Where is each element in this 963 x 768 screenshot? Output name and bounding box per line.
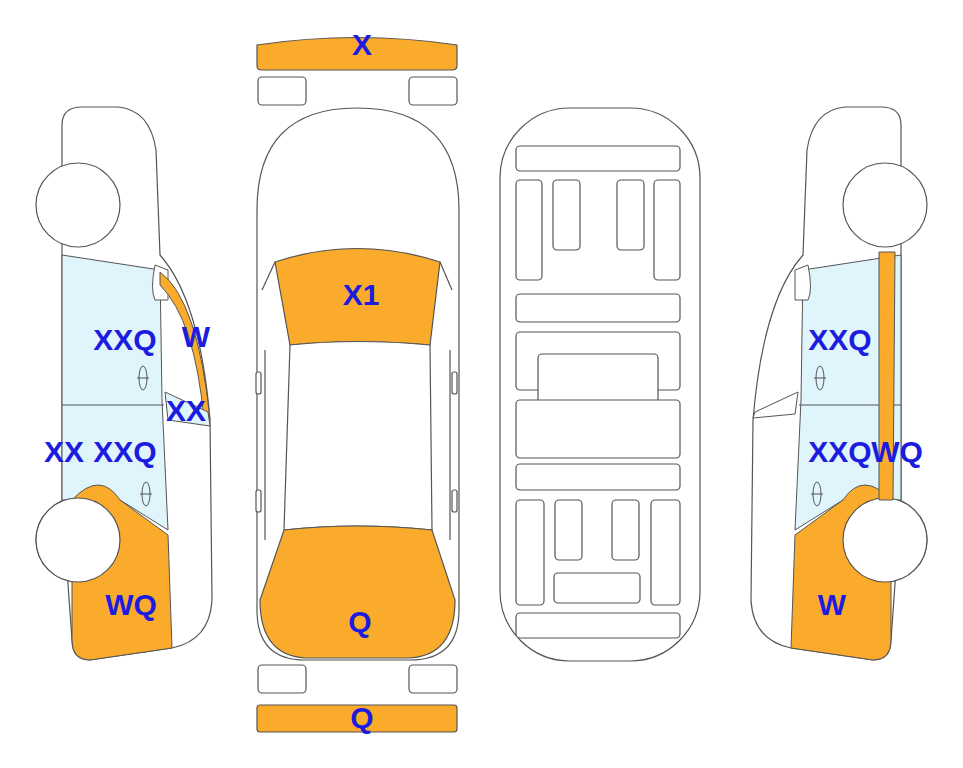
damage-code: W: [182, 322, 210, 352]
damage-code: WQ: [871, 437, 923, 467]
damage-code: X: [352, 30, 372, 60]
damage-code: XX: [44, 437, 84, 467]
damage-code: XXQ: [93, 437, 156, 467]
top-view: [256, 38, 459, 733]
damage-code: Q: [350, 703, 373, 733]
underside-view: [500, 108, 700, 661]
damage-code: XXQ: [93, 325, 156, 355]
damage-code: XX: [166, 396, 206, 426]
damage-code: W: [818, 590, 846, 620]
damage-code: WQ: [105, 590, 157, 620]
damage-code: XXQ: [808, 325, 871, 355]
damage-code: Q: [348, 607, 371, 637]
damage-code: XXQ: [808, 437, 871, 467]
left-side-view: [36, 107, 212, 660]
right-side-view: [751, 107, 927, 660]
damage-code: X1: [343, 280, 380, 310]
